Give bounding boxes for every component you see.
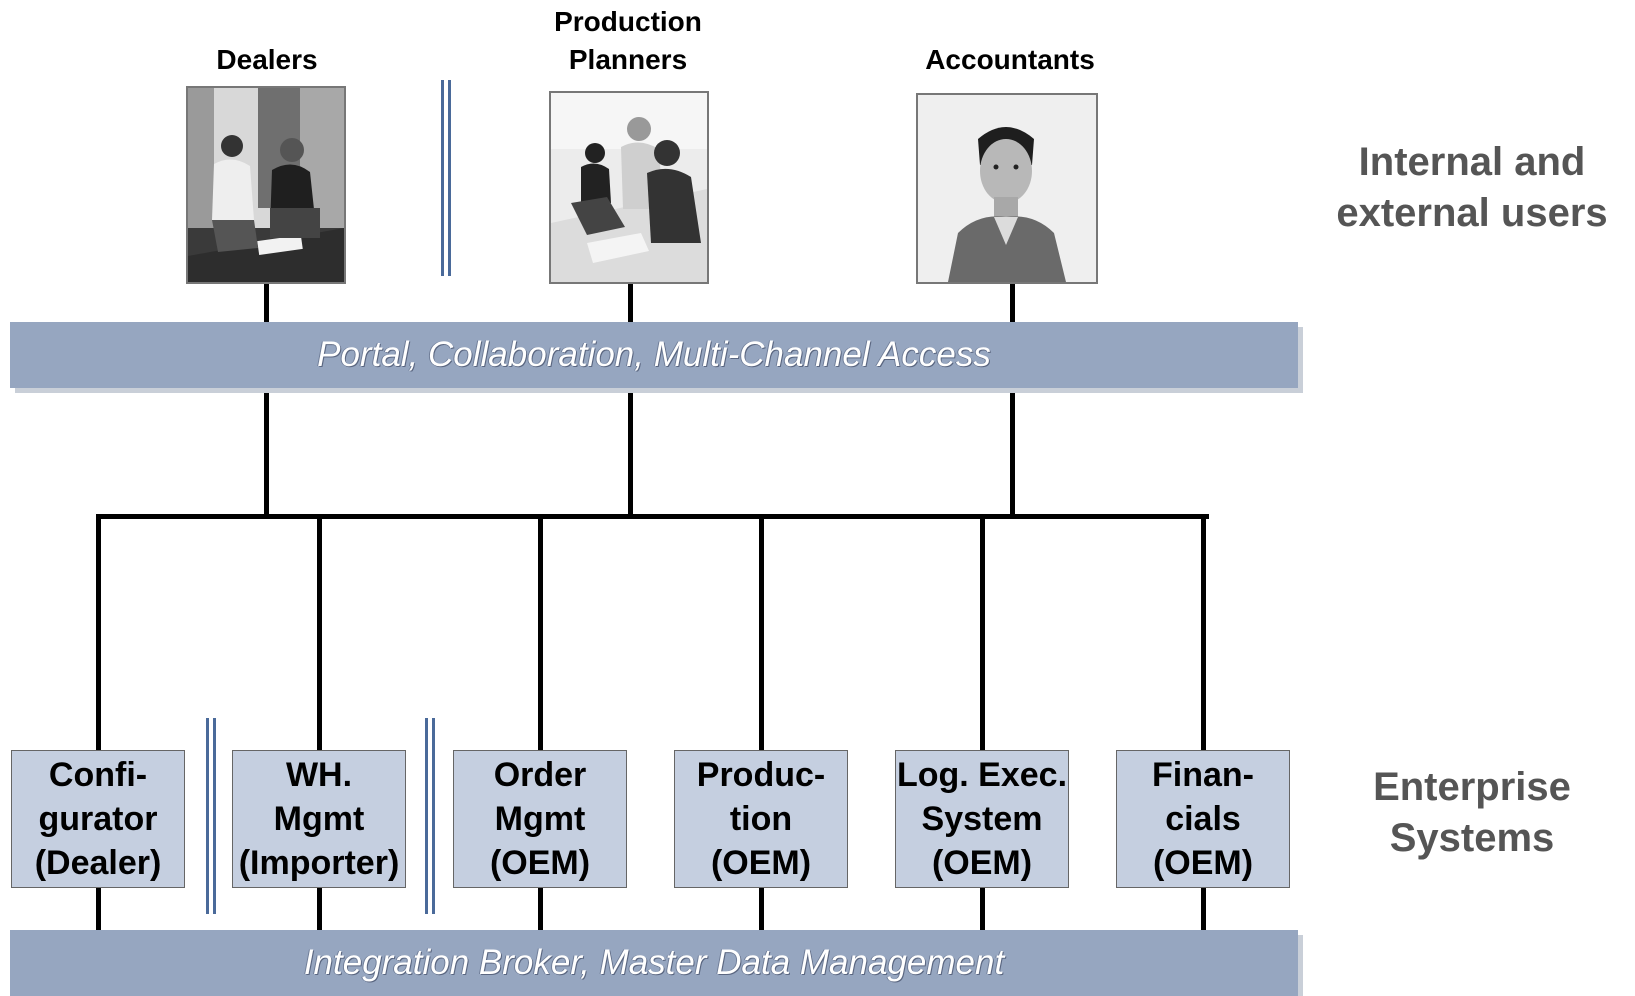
system-line: WH. [285,756,353,794]
system-configurator: Confi- gurator (Dealer) [11,750,185,888]
portal-band-label: Portal, Collaboration, Multi-Channel Acc… [317,335,991,374]
system-log-exec: Log. Exec. System (OEM) [895,750,1069,888]
system-line: (OEM) [1152,844,1254,882]
portal-band: Portal, Collaboration, Multi-Channel Acc… [10,322,1298,388]
user-label-line: Production [554,6,702,37]
connector-int-1 [96,888,101,932]
system-line: (OEM) [931,844,1033,882]
connector-accountants [1010,284,1015,324]
connector-int-2 [317,888,322,932]
connector-sys-3 [538,514,543,750]
side-label-line: Systems [1389,816,1555,860]
user-label-production-planners: Production Planners [528,3,728,79]
connector-sys-1 [96,514,101,750]
connector-int-3 [538,888,543,932]
connector-planners [628,284,633,324]
connector-int-4 [759,888,764,932]
user-label-accountants: Accountants [900,41,1120,79]
horizontal-bus [96,514,1209,519]
system-line: Order [493,756,587,794]
connector-dealers [264,284,269,324]
connector-int-6 [1201,888,1206,932]
connector-portal-1 [264,392,269,518]
connector-sys-4 [759,514,764,750]
side-label-line: Internal and [1358,140,1586,184]
connector-sys-5 [980,514,985,750]
system-line: (Dealer) [34,844,162,882]
connector-sys-6 [1201,514,1206,750]
system-separator-2 [425,718,435,914]
accountants-photo-illustration [918,95,1096,282]
system-line: cials [1165,800,1241,838]
user-label-line: Dealers [216,44,318,75]
system-line: Mgmt [494,800,586,838]
system-line: Produc- [696,756,826,794]
user-label-line: Accountants [925,44,1095,75]
side-label-systems: Enterprise Systems [1312,762,1632,864]
connector-portal-2 [628,392,633,518]
user-label-dealers: Dealers [187,41,347,79]
side-label-line: external users [1336,191,1608,235]
system-wh-mgmt: WH. Mgmt (Importer) [232,750,406,888]
system-line: Log. Exec. [896,756,1068,794]
system-line: (Importer) [238,844,400,882]
integration-band-label: Integration Broker, Master Data Manageme… [303,943,1005,982]
user-label-line: Planners [568,44,688,75]
connector-portal-3 [1010,392,1015,518]
user-separator [441,80,451,276]
connector-sys-2 [317,514,322,750]
system-financials: Finan- cials (OEM) [1116,750,1290,888]
system-separator-1 [206,718,216,914]
system-line: System [921,800,1043,838]
production-planners-photo [549,91,709,284]
system-order-mgmt: Order Mgmt (OEM) [453,750,627,888]
dealers-photo-illustration [188,88,344,282]
connector-int-5 [980,888,985,932]
system-line: gurator [38,800,158,838]
system-line: Finan- [1152,756,1254,794]
side-label-line: Enterprise [1373,765,1571,809]
production-planners-photo-illustration [551,93,707,282]
system-line: tion [729,800,793,838]
system-line: Mgmt [273,800,365,838]
system-line: (OEM) [710,844,812,882]
system-line: Confi- [48,756,148,794]
accountants-photo [916,93,1098,284]
side-label-users: Internal and external users [1312,137,1632,239]
system-line: (OEM) [489,844,591,882]
dealers-photo [186,86,346,284]
system-production: Produc- tion (OEM) [674,750,848,888]
integration-band: Integration Broker, Master Data Manageme… [10,930,1298,996]
